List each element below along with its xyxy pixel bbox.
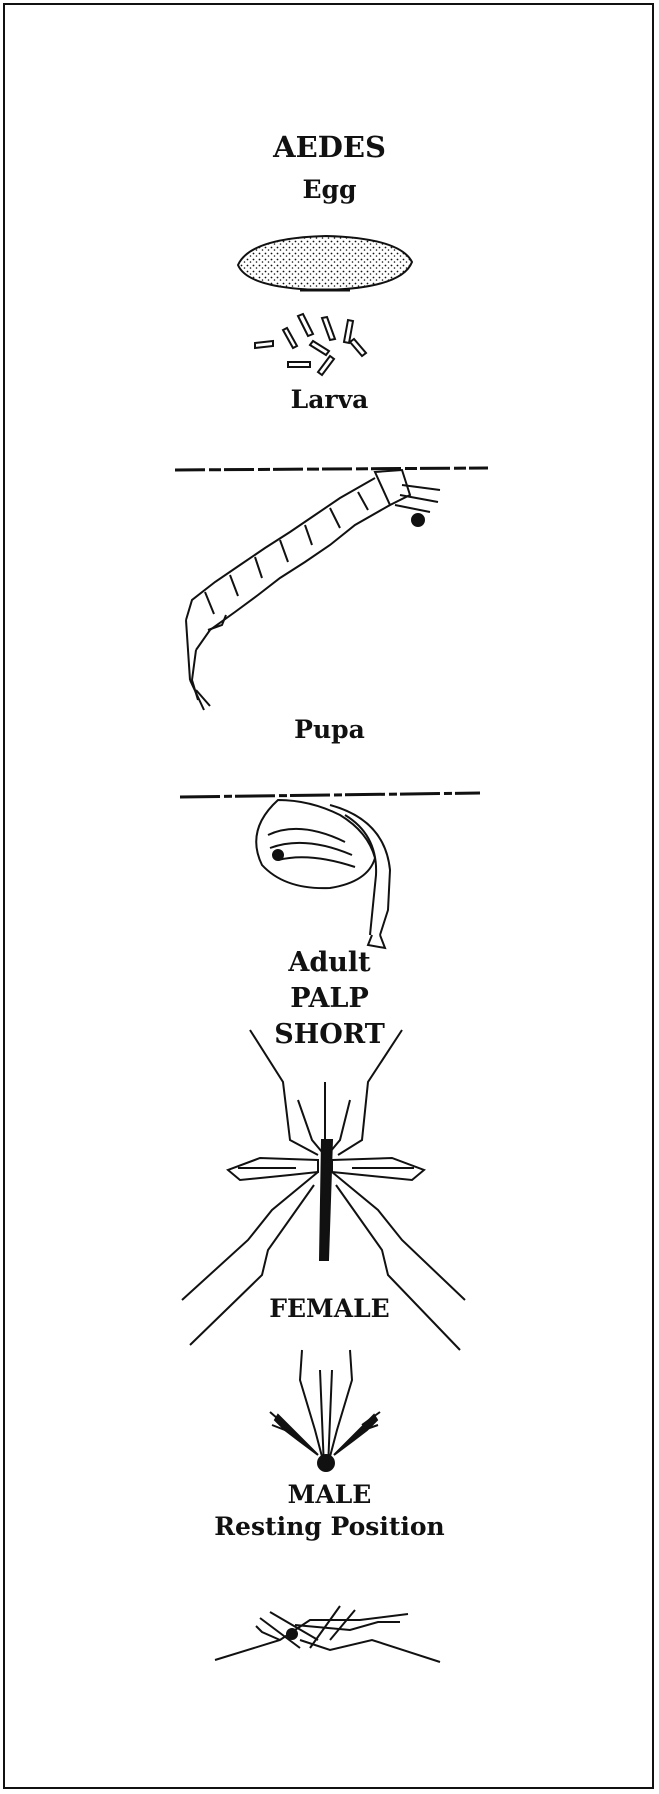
pupa-illustration — [180, 793, 480, 948]
resting-position-illustration — [215, 1606, 440, 1662]
egg-raft-illustration — [238, 236, 412, 290]
female-mosquito-illustration — [182, 1030, 465, 1350]
eggs-illustration — [255, 314, 366, 375]
male-mosquito-illustration — [270, 1350, 380, 1471]
larva-illustration — [175, 468, 488, 710]
